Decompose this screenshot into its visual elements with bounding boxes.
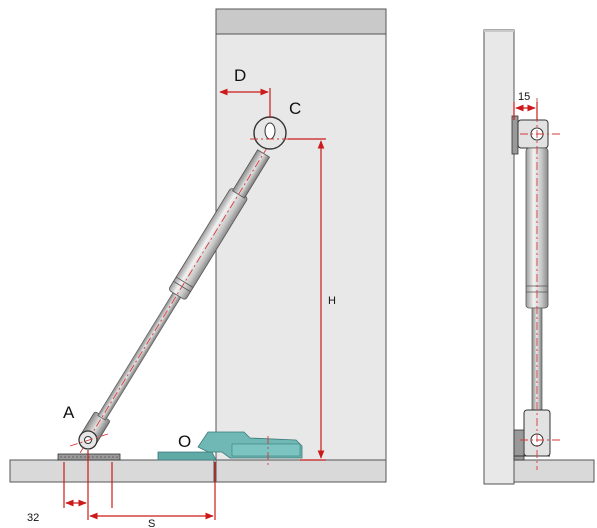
bottom-shelf: [9, 459, 387, 483]
gas-spring-angled: [79, 132, 277, 454]
label-A: A: [63, 403, 75, 422]
ball-joint-bottom: [57, 430, 121, 461]
dimension-D: [219, 88, 271, 118]
label-32: 32: [27, 512, 39, 524]
label-H: H: [328, 295, 336, 307]
label-15: 15: [518, 91, 530, 103]
ball-joint-top: [250, 116, 295, 150]
dimension-15: [513, 102, 538, 120]
side-view: [483, 29, 595, 485]
dimension-32-and-S: [63, 450, 216, 520]
label-C: C: [289, 99, 301, 118]
dimension-H: [288, 138, 326, 461]
side-panel: [215, 8, 387, 461]
label-S: S: [148, 518, 155, 528]
label-O: O: [178, 432, 191, 451]
cabinet-hinge: [157, 431, 303, 466]
label-D: D: [234, 66, 246, 85]
